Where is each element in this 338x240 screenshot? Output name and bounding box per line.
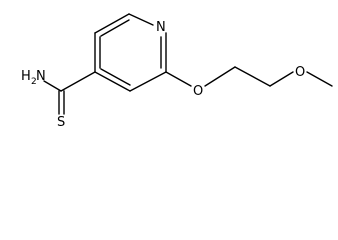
amine-hydrogen-label: H <box>21 69 31 84</box>
bond-ring-oxygen <box>165 71 192 87</box>
molecule-diagram: N H 2 N S O O <box>21 13 333 130</box>
bond-c3top-n <box>128 13 154 26</box>
pyridine-ring <box>94 13 167 92</box>
bond-c3-c4-bottom <box>94 71 131 92</box>
bond-ch2-1-ch2-2 <box>234 66 271 87</box>
bond-c2-c3 <box>129 71 167 92</box>
ether-oxygen-1-label: O <box>193 84 203 99</box>
bond-thiocarbon-amine <box>43 80 62 92</box>
thioamide-sulfur-label: S <box>57 115 65 130</box>
bond-ring-thiocarbon <box>60 71 96 92</box>
bond-c3-c4-bottom-double-inner <box>100 68 131 86</box>
amine-nitrogen-label: N <box>36 69 46 84</box>
ring-nitrogen-label: N <box>156 20 166 35</box>
bond-oxygen-ch2-1 <box>204 66 236 87</box>
ether-chain <box>165 66 333 87</box>
amine-subscript-label: 2 <box>31 77 37 87</box>
bond-oxygen-methyl <box>306 71 333 87</box>
thioamide-group <box>43 71 96 115</box>
bond-c4-c3top <box>94 13 130 34</box>
ether-oxygen-2-label: O <box>295 65 305 80</box>
bond-ch2-2-oxygen <box>269 71 294 87</box>
bond-c3top-double-inner <box>100 19 130 37</box>
